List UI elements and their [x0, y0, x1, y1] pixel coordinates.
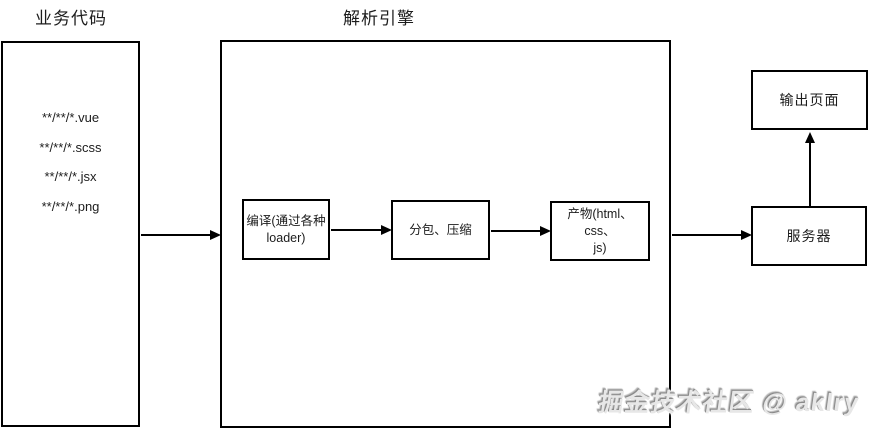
arrow-engine-to-server — [672, 230, 752, 240]
arrow-source-to-engine — [141, 230, 221, 240]
source-file-pattern: **/**/*.scss — [39, 139, 102, 155]
source-file-pattern: **/**/*.jsx — [44, 169, 97, 184]
server-label: 服务器 — [786, 228, 832, 244]
compile-step-label: 编译(通过各种 loader) — [246, 213, 326, 245]
engine-box-title: 解析引擎 — [343, 9, 415, 28]
product-step-box: 产物(html、css、 js) — [550, 201, 650, 261]
compile-step-box: 编译(通过各种 loader) — [242, 199, 330, 260]
watermark: 掘金技术社区 @ aklry — [596, 389, 862, 417]
engine-box — [220, 40, 671, 428]
server-box: 服务器 — [751, 206, 867, 266]
source-file-pattern: **/**/*.vue — [41, 110, 100, 125]
arrow-server-to-output-page — [805, 132, 815, 206]
arrow-split-to-product — [491, 226, 551, 236]
source-files-box: **/**/*.vue **/**/*.scss **/**/*.jsx **/… — [1, 41, 140, 427]
split-compress-step-label: 分包、压缩 — [409, 222, 472, 237]
source-box-title: 业务代码 — [35, 9, 107, 28]
source-file-list: **/**/*.vue **/**/*.scss **/**/*.jsx **/… — [3, 103, 138, 221]
output-page-box: 输出页面 — [751, 70, 868, 130]
product-step-label: 产物(html、css、 js) — [567, 206, 633, 255]
split-compress-step-box: 分包、压缩 — [391, 200, 490, 260]
arrow-compile-to-split — [331, 225, 392, 235]
source-file-pattern: **/**/*.png — [41, 198, 100, 214]
output-page-label: 输出页面 — [779, 92, 840, 108]
